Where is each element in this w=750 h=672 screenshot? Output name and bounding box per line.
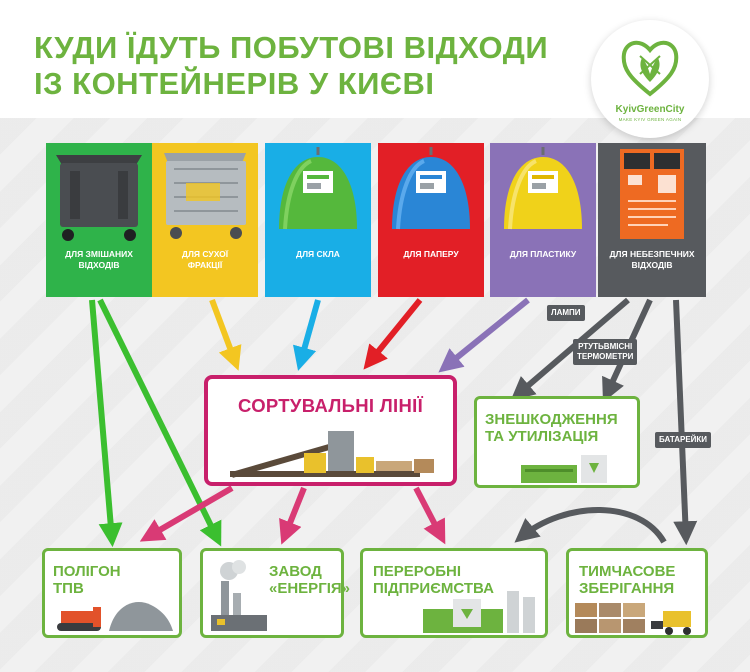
kyivgreencity-logo: KyivGreenCity MAKE KYIV GREEN AGAIN <box>591 20 709 138</box>
label-paper: ДЛЯ ПАПЕРУ <box>403 249 459 259</box>
processing-plants-box: ПЕРЕРОБНІ ПІДПРИЄМСТВА <box>360 548 548 638</box>
power-plant-icon <box>211 560 267 631</box>
title-line-1: КУДИ ЇДУТЬ ПОБУТОВІ ВІДХОДИ <box>34 30 549 65</box>
label-plastic: ДЛЯ ПЛАСТИКУ <box>509 249 577 259</box>
blue-bell-container-icon <box>392 147 470 230</box>
conveyor-line-icon <box>230 431 434 478</box>
arrow-glass-to-sorting <box>292 299 321 371</box>
landfill-box: ПОЛІГОН ТПВ <box>42 548 182 638</box>
sorting-lines-box: СОРТУВАЛЬНІ ЛІНІЇ <box>204 375 457 486</box>
arrow-hazard-batteries <box>673 299 698 546</box>
arrow-paper-to-sorting <box>363 298 423 370</box>
neutralization-title: ЗНЕШКОДЖЕННЯ ТА УТИЛІЗАЦІЯ <box>485 411 618 445</box>
orange-hazard-box-icon <box>620 149 684 239</box>
energy-plant-box: ЗАВОД «ЕНЕРГІЯ» <box>200 548 350 638</box>
arrow-storage-to-processing <box>514 507 667 544</box>
landfill-title: ПОЛІГОН ТПВ <box>53 563 121 597</box>
arrow-mixed-to-energy <box>97 298 222 547</box>
neutralization-box: ЗНЕШКОДЖЕННЯ ТА УТИЛІЗАЦІЯ <box>474 396 640 488</box>
loader-and-bales-icon <box>575 603 691 635</box>
arrow-mixed-to-landfill <box>89 299 123 548</box>
energy-plant-title: ЗАВОД «ЕНЕРГІЯ» <box>269 563 350 597</box>
column-paper: ДЛЯ ПАПЕРУ <box>378 143 484 297</box>
column-mixed-waste: ДЛЯ ЗМІШАНИХ ВІДХОДІВ <box>46 143 152 297</box>
tag-mercury-thermometers: РТУТЬВМІСНІ ТЕРМОМЕТРИ <box>573 339 638 365</box>
green-bell-container-icon <box>279 147 357 230</box>
factory-icon <box>423 591 535 633</box>
tag-batteries: БАТАРЕЙКИ <box>655 432 712 448</box>
bulldozer-icon <box>57 602 173 631</box>
dark-bin-icon <box>56 155 142 241</box>
column-dry-fraction: ДЛЯ СУХОЇ ФРАКЦІЇ <box>152 143 258 297</box>
metal-bin-icon <box>164 153 246 239</box>
label-dry-fraction: ДЛЯ СУХОЇ ФРАКЦІЇ <box>181 249 229 270</box>
column-glass: ДЛЯ СКЛА <box>265 143 371 297</box>
tag-lamps: ЛАМПИ <box>547 305 585 321</box>
logo-name: KyivGreenCity <box>615 104 685 115</box>
column-hazardous: ДЛЯ НЕБЕЗПЕЧНИХ ВІДХОДІВ <box>598 143 706 297</box>
arrow-sorting-to-landfill <box>139 485 234 542</box>
logo-slogan: MAKE KYIV GREEN AGAIN <box>618 117 682 122</box>
label-mixed-waste: ДЛЯ ЗМІШАНИХ ВІДХОДІВ <box>65 249 133 270</box>
temporary-storage-title: ТИМЧАСОВЕ ЗБЕРІГАННЯ <box>579 563 676 597</box>
label-hazardous: ДЛЯ НЕБЕЗПЕЧНИХ ВІДХОДІВ <box>609 249 695 270</box>
yellow-bell-container-icon <box>504 147 582 230</box>
recycling-plant-icon <box>521 455 607 483</box>
temporary-storage-box: ТИМЧАСОВЕ ЗБЕРІГАННЯ <box>566 548 708 638</box>
heart-leaf-icon <box>621 40 679 97</box>
page-title: КУДИ ЇДУТЬ ПОБУТОВІ ВІДХОДИ ІЗ КОНТЕЙНЕР… <box>34 30 548 102</box>
sorting-lines-title: СОРТУВАЛЬНІ ЛІНІЇ <box>238 395 423 416</box>
arrow-sorting-to-processing <box>413 486 446 545</box>
arrow-dry-to-sorting <box>209 298 242 371</box>
title-line-2: ІЗ КОНТЕЙНЕРІВ У КИЄВІ <box>34 66 435 101</box>
arrow-plastic-to-sorting <box>438 297 530 373</box>
column-plastic: ДЛЯ ПЛАСТИКУ <box>490 143 596 297</box>
arrow-hazard-lamps <box>510 297 630 401</box>
arrow-sorting-to-energy <box>279 486 307 545</box>
label-glass: ДЛЯ СКЛА <box>296 249 340 259</box>
processing-plants-title: ПЕРЕРОБНІ ПІДПРИЄМСТВА <box>373 563 494 597</box>
